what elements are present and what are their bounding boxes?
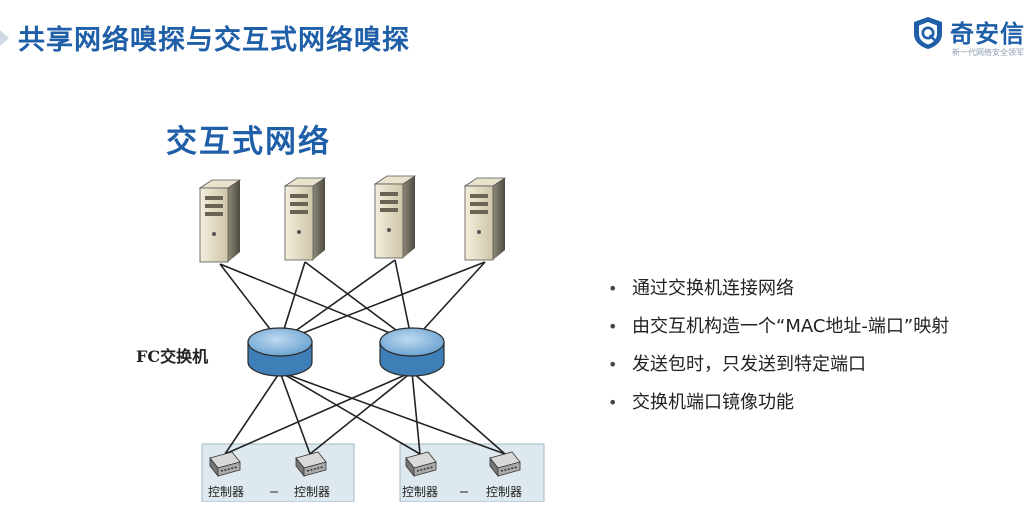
- controller-label-2: 控制器: [294, 485, 330, 499]
- bullet-item: 交换机端口镜像功能: [606, 384, 1016, 422]
- server-2-icon: [283, 177, 327, 261]
- server-1-icon: [198, 179, 242, 263]
- brand-logo: 奇安信 新一代网络安全领军者: [912, 12, 1024, 64]
- switch-label: FC交换机: [136, 347, 208, 366]
- server-4-icon: [463, 177, 507, 261]
- bullet-item: 由交互机构造一个“MAC地址-端口”映射: [606, 308, 1016, 346]
- bullet-item: 通过交换机连接网络: [606, 270, 1016, 308]
- page-title: 共享网络嗅探与交互式网络嗅探: [18, 25, 410, 56]
- bullet-item: 发送包时，只发送到特定端口: [606, 346, 1016, 384]
- switch-1-icon: [247, 327, 313, 377]
- brand-slogan: 新一代网络安全领军者: [952, 48, 1024, 57]
- switch-controller-links: [224, 371, 506, 455]
- controller-4-icon: [489, 451, 521, 478]
- controller-1-icon: [209, 451, 241, 478]
- server-switch-links: [219, 259, 486, 343]
- switch-2-icon: [379, 327, 445, 377]
- brand-name: 奇安信: [950, 20, 1024, 48]
- controller-3-icon: [405, 451, 437, 478]
- server-3-icon: [373, 175, 417, 259]
- controller-label-1: 控制器: [208, 485, 244, 499]
- controller-label-3: 控制器: [402, 485, 438, 499]
- controller-label-4: 控制器: [486, 485, 522, 499]
- slide-subtitle: 交互式网络: [166, 124, 331, 160]
- bullet-list: 通过交换机连接网络 由交互机构造一个“MAC地址-端口”映射 发送包时，只发送到…: [606, 270, 1016, 422]
- interactive-network-diagram: FC交换机 控制器 控制器 控制器 控制器: [136, 175, 545, 502]
- title-chevron-icon: [0, 30, 9, 46]
- controller-2-icon: [295, 451, 327, 478]
- shield-icon: [914, 17, 942, 49]
